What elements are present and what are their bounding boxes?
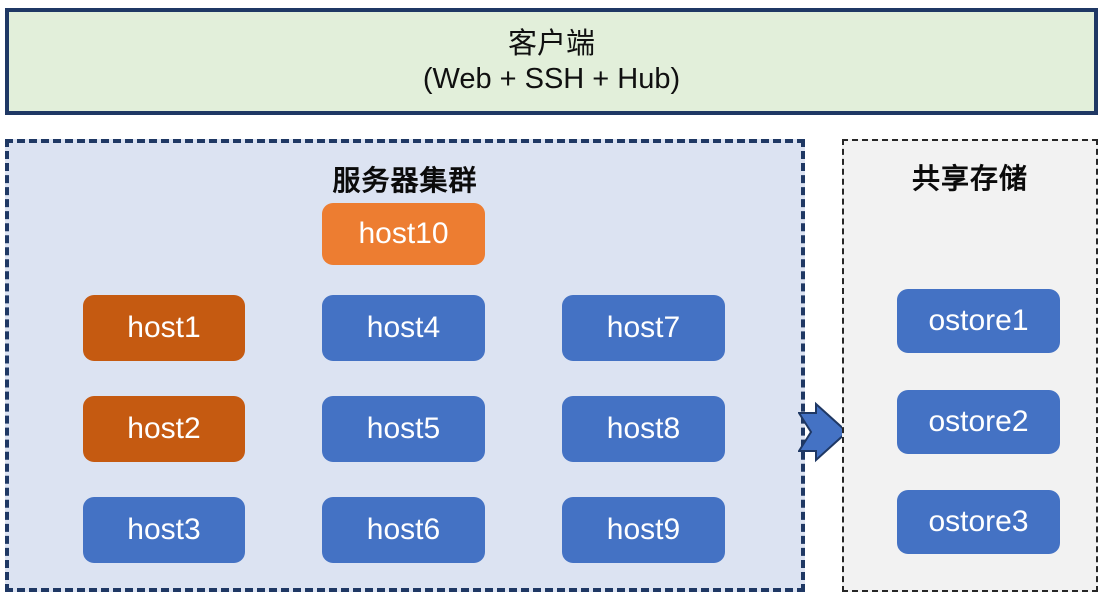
shared-storage-title: 共享存储: [911, 163, 1028, 194]
client-subtitle: (Web + SSH + Hub): [422, 62, 681, 95]
node-ostore3[interactable]: ostore3: [897, 490, 1060, 554]
server-cluster-group: 服务器集群 host10 host1 host2 host3 host4 hos…: [5, 139, 805, 592]
block-arrow-right-icon: [797, 401, 849, 463]
node-host3[interactable]: host3: [83, 497, 245, 563]
node-host9[interactable]: host9: [562, 497, 725, 563]
node-ostore2[interactable]: ostore2: [897, 390, 1060, 454]
node-host10[interactable]: host10: [322, 203, 485, 265]
node-host1[interactable]: host1: [83, 295, 245, 361]
client-banner: 客户端 (Web + SSH + Hub): [5, 8, 1098, 115]
shared-storage-group: 共享存储 ostore1 ostore2 ostore3: [842, 139, 1098, 592]
node-host7[interactable]: host7: [562, 295, 725, 361]
node-host6[interactable]: host6: [322, 497, 485, 563]
node-host8[interactable]: host8: [562, 396, 725, 462]
node-host5[interactable]: host5: [322, 396, 485, 462]
node-ostore1[interactable]: ostore1: [897, 289, 1060, 353]
server-cluster-title: 服务器集群: [332, 165, 478, 196]
client-title: 客户端: [507, 28, 595, 61]
node-host4[interactable]: host4: [322, 295, 485, 361]
node-host2[interactable]: host2: [83, 396, 245, 462]
